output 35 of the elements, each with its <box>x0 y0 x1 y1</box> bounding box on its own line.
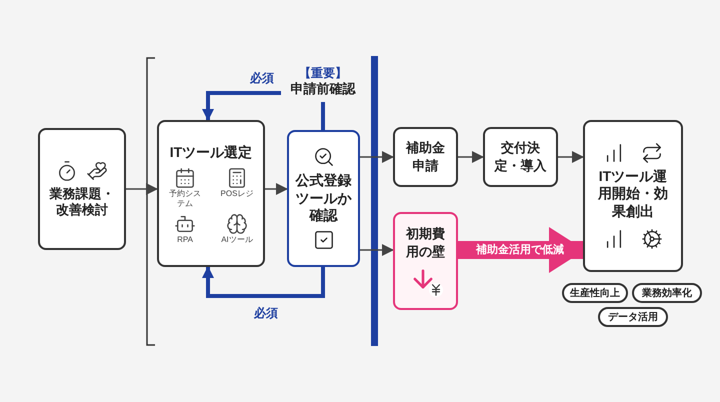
arrow <box>202 91 281 121</box>
tool-label: RPA <box>176 235 194 245</box>
tool-label: 予約システム <box>168 189 202 209</box>
arrow <box>265 183 288 195</box>
tag-pill <box>632 283 702 303</box>
node-label: 補助金申請 <box>404 139 446 175</box>
arrow <box>558 151 584 163</box>
node-label: 交付決定・導入 <box>494 139 548 175</box>
note-tag: 【重要】 <box>299 66 347 82</box>
node-label: 業務課題・改善検討 <box>48 186 116 218</box>
wide-arrow <box>458 227 585 273</box>
node-label: データ活用 <box>608 310 658 324</box>
node-label: 生産性向上 <box>570 286 620 300</box>
arrow <box>360 244 394 256</box>
tag-pill <box>598 307 668 327</box>
tool-label: AIツール <box>220 235 254 245</box>
check-box-node <box>287 130 360 267</box>
note-label: 申請前確認 <box>290 81 356 98</box>
arrow <box>458 151 484 163</box>
arrow <box>202 266 325 298</box>
step-box <box>483 127 558 187</box>
node-label: ITツール運用開始・効果創出 <box>596 168 669 220</box>
task-box <box>38 128 126 250</box>
arrow <box>360 151 394 163</box>
node-label: 業務効率化 <box>642 286 692 300</box>
tool-label: POSレジ <box>220 189 254 199</box>
cost-box <box>393 212 458 310</box>
node-label: 初期費用の壁 <box>404 225 446 261</box>
node-label: 公式登録ツールか確認 <box>294 172 352 225</box>
tag-pill <box>562 283 628 303</box>
step-box <box>393 127 458 187</box>
selection-box <box>157 120 265 267</box>
result-box <box>583 120 683 272</box>
arrow <box>126 183 158 195</box>
node-label: ITツール選定 <box>170 143 252 162</box>
